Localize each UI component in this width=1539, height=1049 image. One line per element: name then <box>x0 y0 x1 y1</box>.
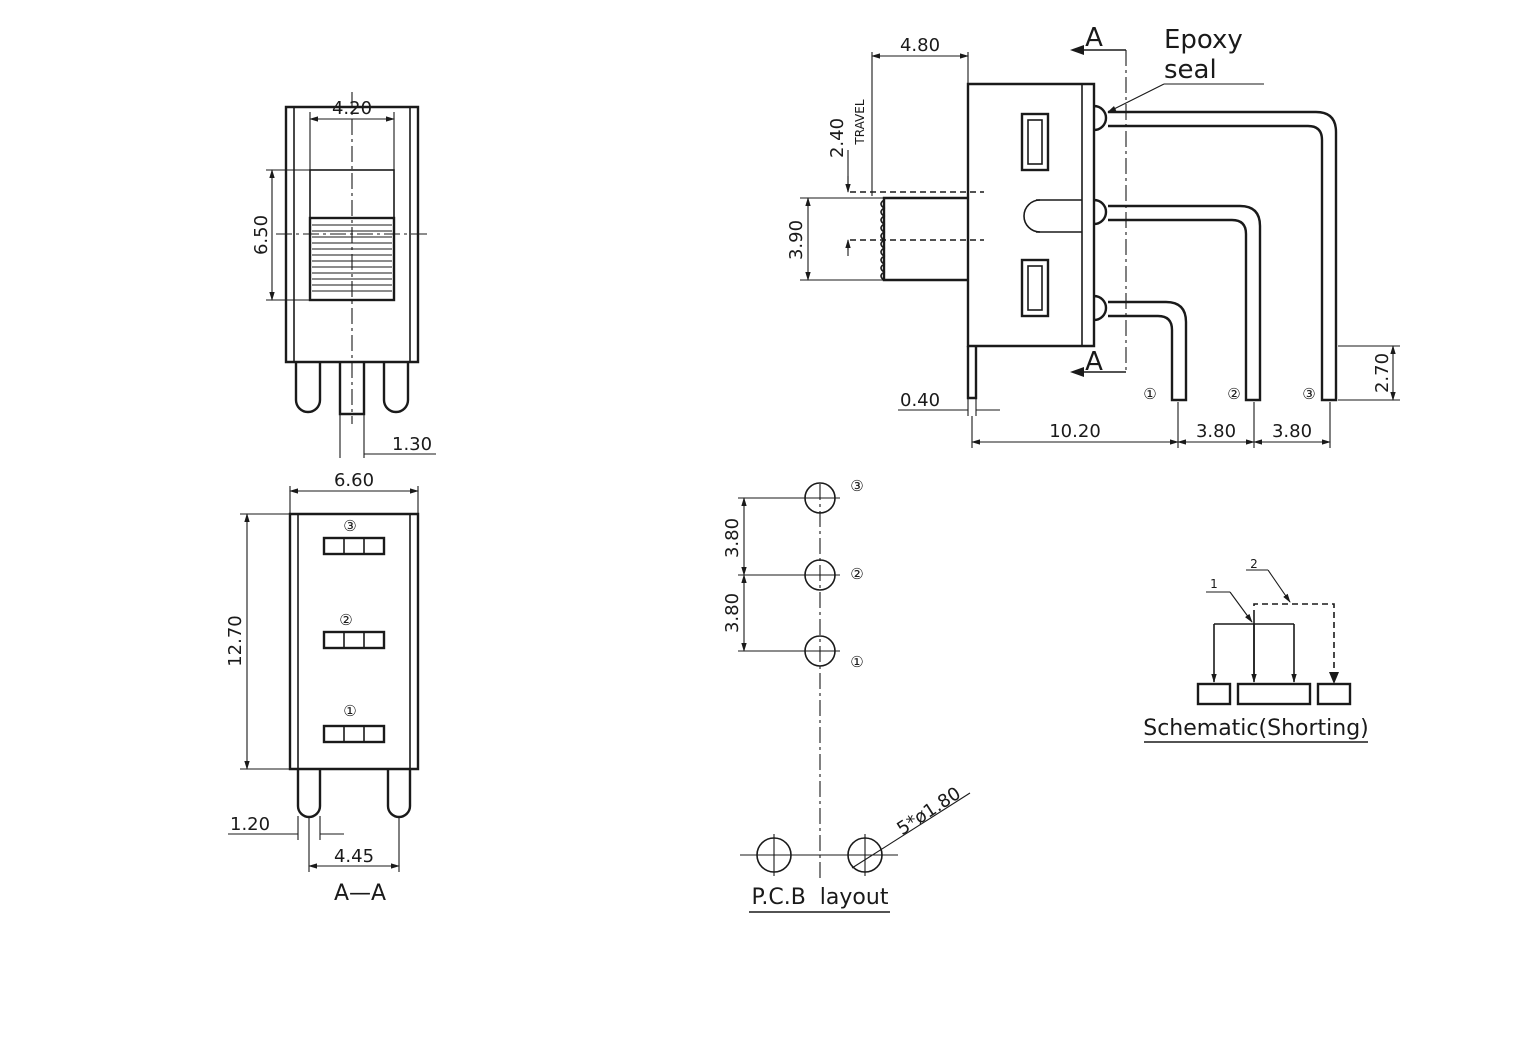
side-pin-3: ③ <box>1302 385 1315 403</box>
pin-height-label: 2.70 <box>1372 353 1393 393</box>
travel-caption: TRAVEL <box>853 99 867 145</box>
section-mark-top: A <box>1085 23 1103 53</box>
plate-thickness-label: 0.40 <box>900 390 940 411</box>
pcb-layout-title: P.C.B layout <box>752 885 889 910</box>
section-width-label: 6.60 <box>334 470 374 491</box>
actuator-length-label: 4.80 <box>900 35 940 56</box>
section-pin-3: ③ <box>343 517 356 535</box>
front-height-label: 6.50 <box>251 215 272 255</box>
pcb-pin-1: ① <box>850 653 863 671</box>
pcb-layout: ③ ② ① 3.80 3.80 5*ø1.80 P.C.B layout <box>722 477 971 913</box>
pcb-hole-label: 5*ø1.80 <box>893 783 964 840</box>
travel-label: 2.40 <box>827 118 848 158</box>
pin-offset-label: 10.20 <box>1049 421 1101 442</box>
schematic-title: Schematic(Shorting) <box>1143 716 1369 741</box>
pcb-pin-2: ② <box>850 565 863 583</box>
epoxy-label-line1: Epoxy <box>1164 25 1243 55</box>
actuator-height-label: 3.90 <box>786 220 807 260</box>
section-pin-2: ② <box>339 611 352 629</box>
front-pin-width-label: 1.30 <box>392 434 432 455</box>
pitch-label-b: 3.80 <box>1272 421 1312 442</box>
side-pin-1: ① <box>1143 385 1156 403</box>
section-mark-bottom: A <box>1085 347 1103 377</box>
section-pin-width-label: 1.20 <box>230 814 270 835</box>
pcb-pitch-label-b: 3.80 <box>722 593 743 633</box>
section-pitch-label: 4.45 <box>334 846 374 867</box>
section-height-label: 12.70 <box>225 615 246 667</box>
section-view: ③ ② ① 6.60 12.70 1.20 4.45 A—A <box>225 470 420 906</box>
front-width-label: 4.20 <box>332 98 372 119</box>
front-view: 4.20 6.50 1.30 <box>251 92 436 458</box>
side-pin-2: ② <box>1227 385 1240 403</box>
pcb-mount-hole-right <box>847 834 883 876</box>
side-view: A A Epoxy seal 4.80 2.40 TRAVEL 3.90 0.4… <box>786 23 1400 448</box>
pcb-pin-3: ③ <box>850 477 863 495</box>
schematic-position-2: 2 <box>1250 557 1258 571</box>
section-pin-1: ① <box>343 702 356 720</box>
pcb-pitch-label-a: 3.80 <box>722 518 743 558</box>
schematic-position-1: 1 <box>1210 577 1218 591</box>
schematic: 1 2 Schematic(Shorting) <box>1143 557 1369 743</box>
section-title: A—A <box>334 881 386 906</box>
pitch-label-a: 3.80 <box>1196 421 1236 442</box>
epoxy-label-line2: seal <box>1164 55 1217 85</box>
